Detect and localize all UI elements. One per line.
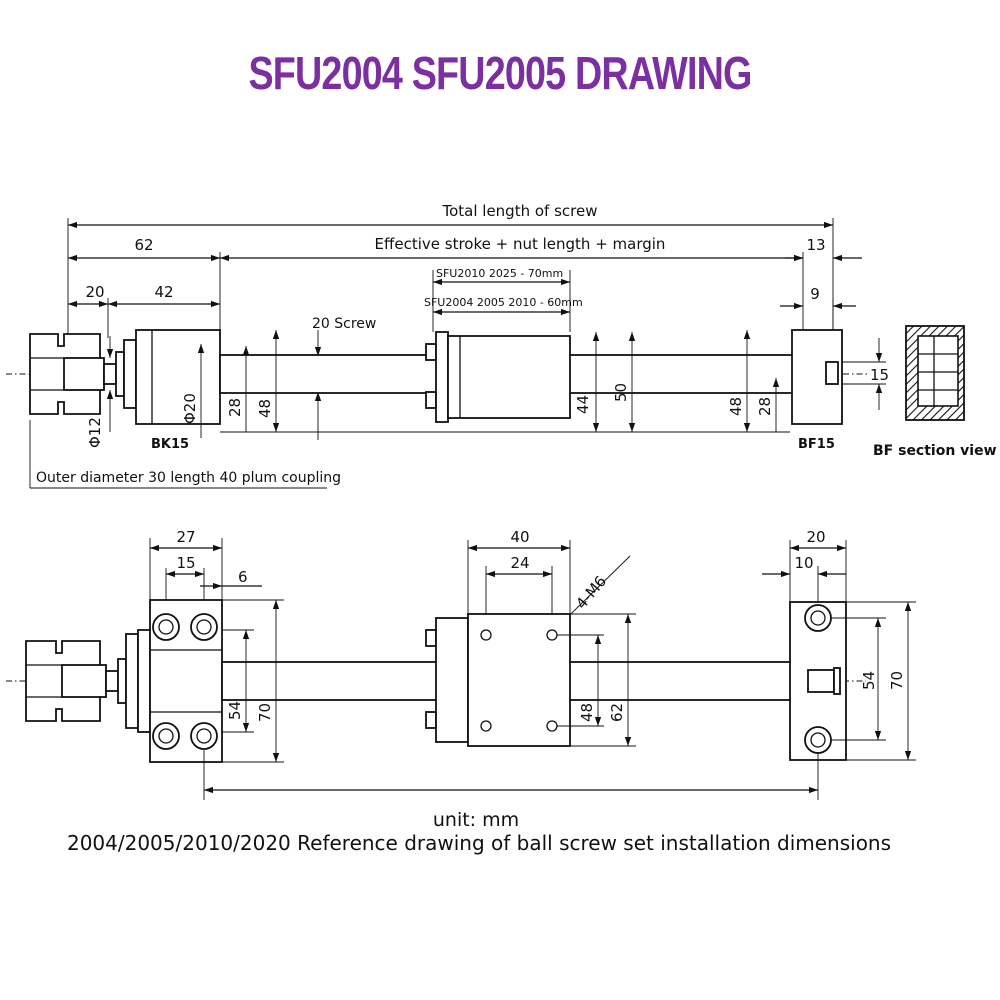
- dim-62: 62: [134, 236, 153, 254]
- dim-70-right: 70: [888, 671, 906, 690]
- page-title: SFU2004 SFU2005 DRAWING: [248, 47, 752, 99]
- dim-70-left: 70: [256, 703, 274, 722]
- bottom-view: 27 15 6 40 24 4-M6 20 10: [6, 528, 916, 800]
- nut-top: [425, 331, 571, 423]
- dim-24: 24: [510, 554, 529, 572]
- bk15-label: BK15: [151, 437, 189, 452]
- dim-28-left: 28: [226, 398, 244, 417]
- total-length-label: Total length of screw: [441, 202, 597, 220]
- bk15-support-bottom: [137, 599, 223, 763]
- dim-28-right: 28: [756, 397, 774, 416]
- dim-phi20: Φ20: [181, 393, 199, 424]
- bk15-support-top: [135, 329, 221, 425]
- dim-48-left: 48: [256, 399, 274, 418]
- dim-62-bottom: 62: [608, 703, 626, 722]
- dim-20-bottom: 20: [806, 528, 825, 546]
- coupling-top: [29, 333, 137, 415]
- dim-42: 42: [154, 283, 173, 301]
- effective-stroke-label: Effective stroke + nut length + margin: [375, 235, 666, 253]
- coupling-note: Outer diameter 30 length 40 plum couplin…: [36, 470, 341, 486]
- bf-section-label: BF section view: [873, 443, 997, 459]
- m6-label: 4-M6: [572, 572, 610, 612]
- dim-44: 44: [574, 395, 592, 414]
- top-view: Total length of screw 62 Effective strok…: [6, 202, 997, 489]
- dim-20: 20: [85, 283, 104, 301]
- screw-label: 20 Screw: [312, 316, 376, 332]
- nut-bottom: [425, 613, 571, 747]
- dim-27: 27: [176, 528, 195, 546]
- dim-54-right: 54: [860, 671, 878, 690]
- dim-40: 40: [510, 528, 529, 546]
- dim-6: 6: [238, 568, 248, 586]
- caption: 2004/2005/2010/2020 Reference drawing of…: [67, 831, 891, 855]
- dim-13: 13: [806, 236, 825, 254]
- dim-9: 9: [810, 285, 820, 303]
- bf15-shaft-end: [825, 361, 839, 385]
- dim-48-bottom: 48: [578, 703, 596, 722]
- coupling-bottom: [25, 633, 139, 729]
- dim-15-right: 15: [870, 366, 889, 384]
- dim-50: 50: [612, 383, 630, 402]
- bf15-support-bottom: [789, 601, 847, 761]
- bf-section-view: [905, 325, 965, 421]
- dim-54-left: 54: [226, 701, 244, 720]
- bf15-label: BF15: [798, 437, 835, 452]
- dim-10: 10: [794, 554, 813, 572]
- nut-note-60: SFU2004 2005 2010 - 60mm: [424, 296, 583, 309]
- dim-15-bottom: 15: [176, 554, 195, 572]
- nut-note-70: SFU2010 2025 - 70mm: [436, 267, 563, 280]
- dim-phi12: Φ12: [86, 417, 104, 448]
- unit-label: unit: mm: [433, 809, 519, 831]
- dim-48-right: 48: [727, 397, 745, 416]
